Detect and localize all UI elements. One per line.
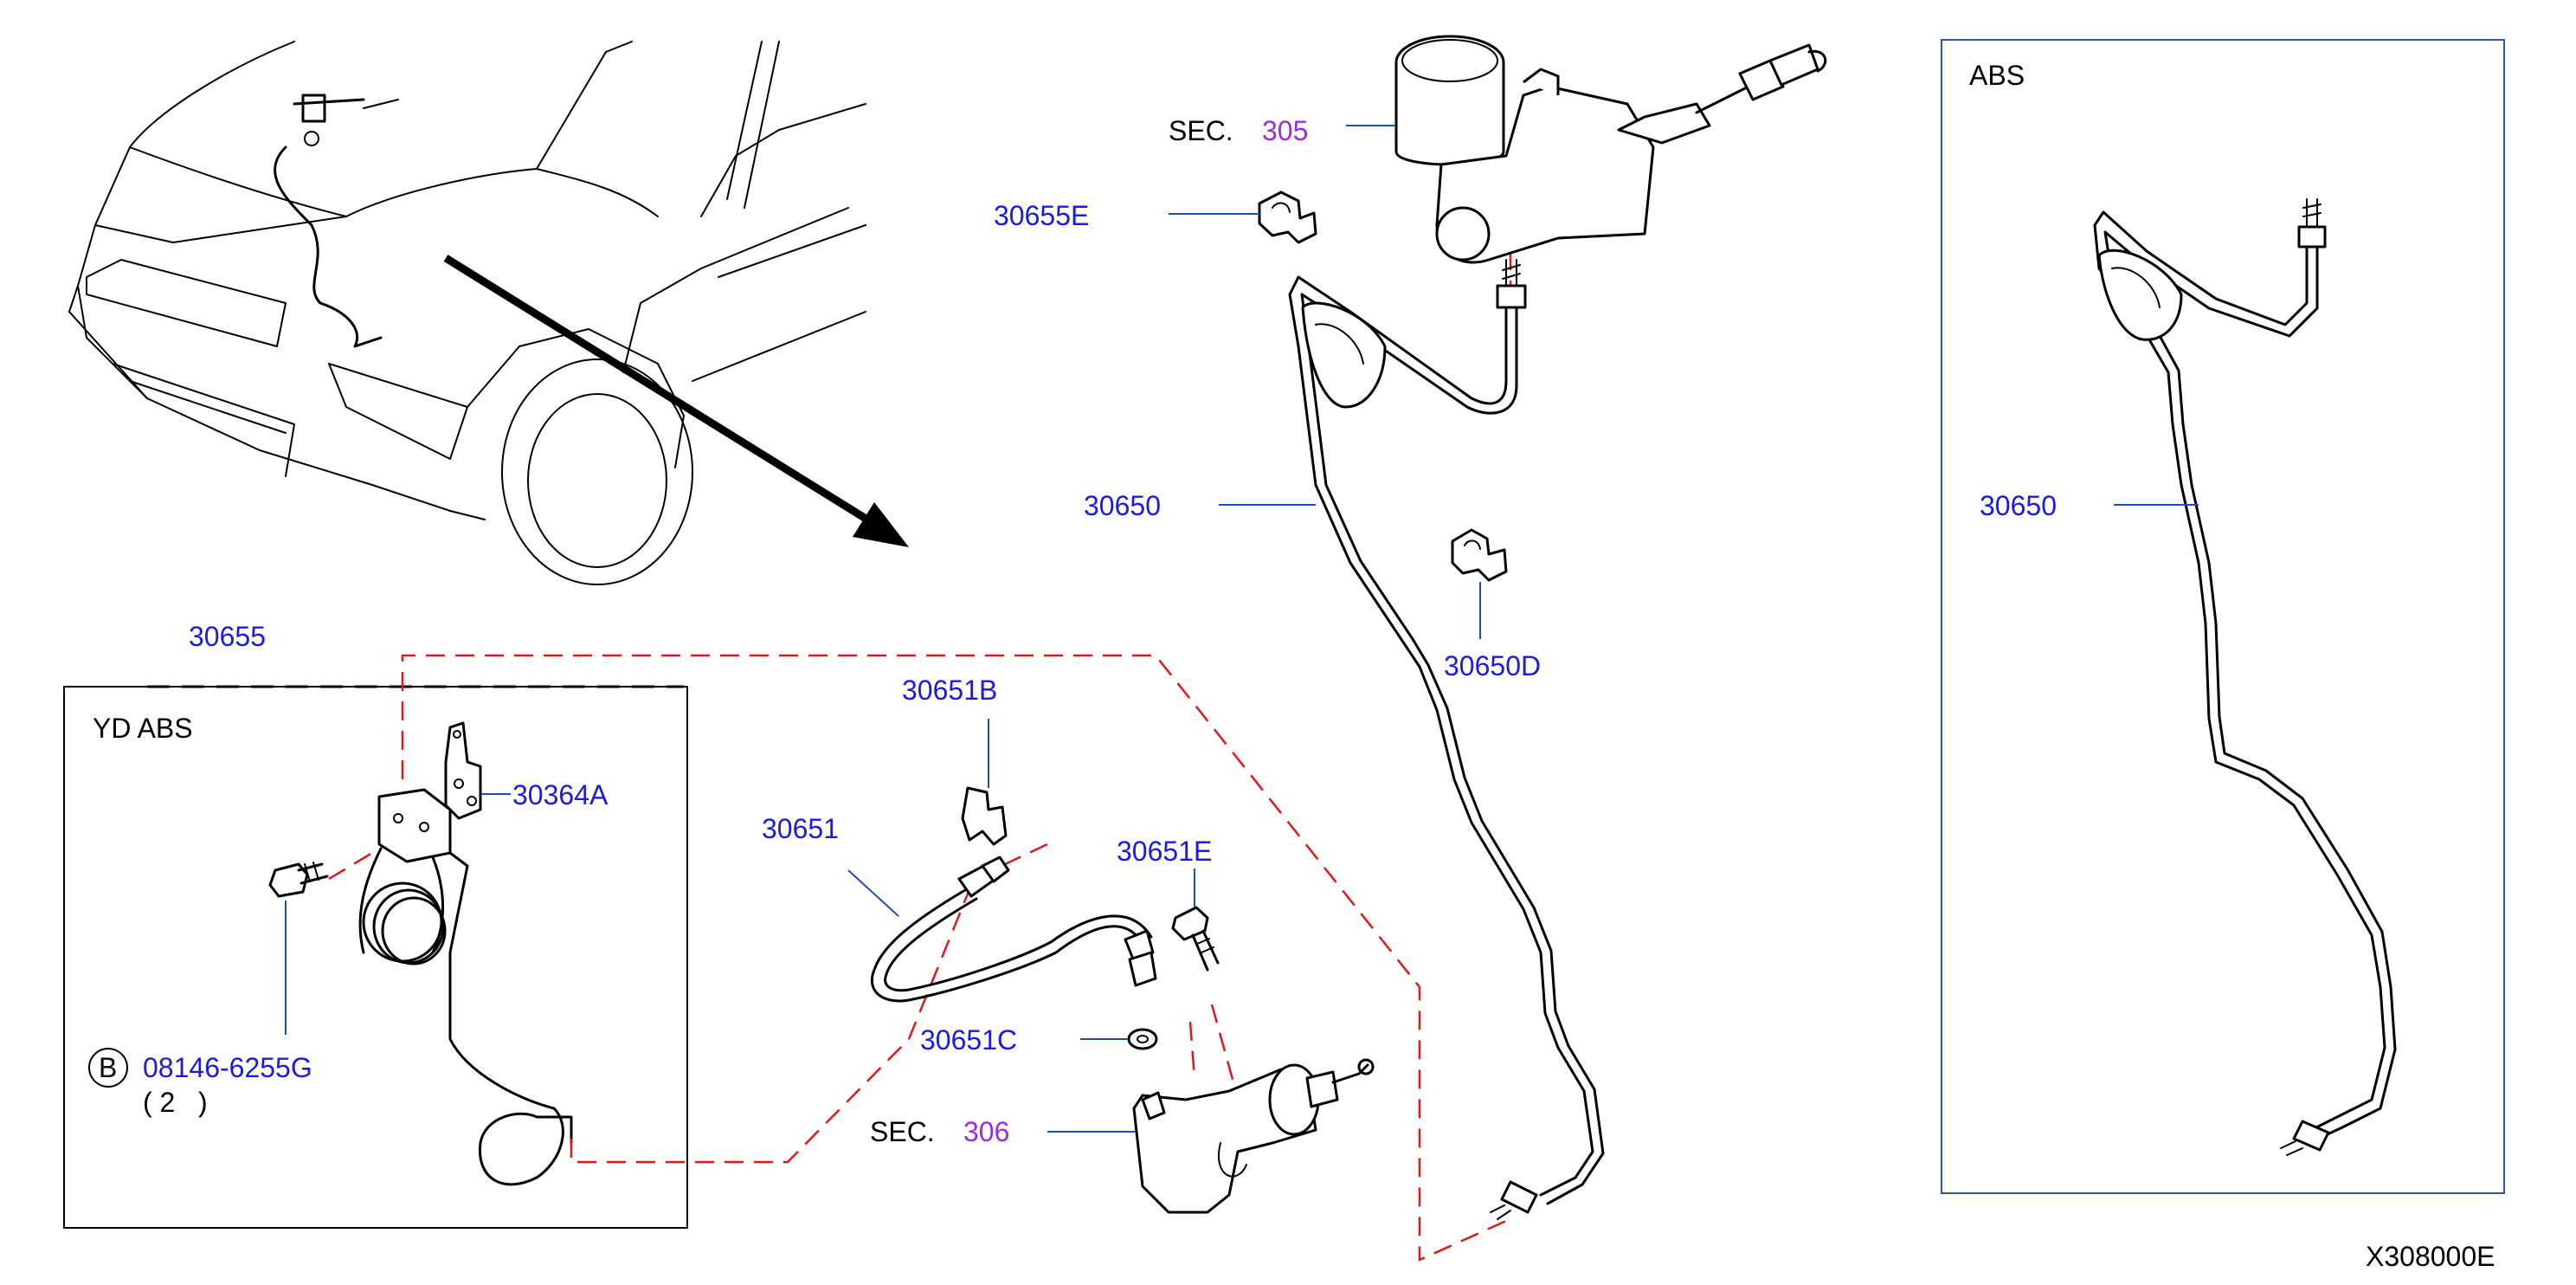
clutch-tube-30650	[1288, 259, 1605, 1220]
label-30651b: 30651B	[902, 675, 997, 706]
label-30651: 30651	[762, 813, 839, 844]
clutch-master-cylinder	[1394, 35, 1827, 264]
label-30650-abs: 30650	[1980, 490, 2057, 521]
abs-inset-frame	[1941, 39, 2505, 1194]
label-sec306-ref: 306	[963, 1116, 1009, 1147]
yd-abs-inset-frame	[63, 686, 688, 1229]
clip-30651b	[961, 786, 1008, 846]
label-30655e: 30655E	[994, 200, 1089, 231]
label-30650d: 30650D	[1444, 650, 1541, 681]
leader-30651	[847, 869, 899, 917]
label-sec305-ref: 305	[1262, 115, 1308, 146]
bracket-30364a	[444, 721, 482, 820]
bolt-quantity: ( 2 )	[143, 1087, 208, 1118]
clutch-hose-30651	[870, 856, 1157, 1003]
bolt-30651e	[1171, 906, 1220, 972]
label-08146-6255g: 08146-6255G	[143, 1052, 312, 1083]
vehicle-overview-illustration	[68, 41, 866, 585]
clip-30655e	[1258, 190, 1317, 244]
label-30651c: 30651C	[920, 1024, 1017, 1056]
bolt-callout-circle	[88, 1048, 128, 1088]
washer-30651c	[1127, 1028, 1158, 1050]
bolt-08146-6255g	[268, 862, 329, 898]
view-direction-arrow	[443, 255, 877, 527]
label-30364a: 30364A	[512, 779, 609, 810]
label-30655: 30655	[189, 621, 266, 652]
label-sec306-prefix: SEC.	[870, 1116, 935, 1147]
label-sec305-prefix: SEC.	[1169, 115, 1233, 146]
yd-abs-inset-title: YD ABS	[93, 713, 193, 744]
label-30651e: 30651E	[1117, 836, 1212, 867]
junction-block-with-coiled-hose	[358, 788, 573, 1186]
clip-30650d	[1451, 528, 1508, 582]
view-direction-arrowhead	[853, 502, 909, 547]
clutch-operating-cylinder	[1132, 1058, 1375, 1214]
clutch-tube-30650-abs	[2093, 198, 2397, 1156]
bolt-callout-letter: B	[99, 1052, 117, 1083]
label-30650-main: 30650	[1084, 490, 1161, 521]
abs-inset-title: ABS	[1969, 60, 2025, 91]
diagram-number: X308000E	[2366, 1241, 2495, 1272]
